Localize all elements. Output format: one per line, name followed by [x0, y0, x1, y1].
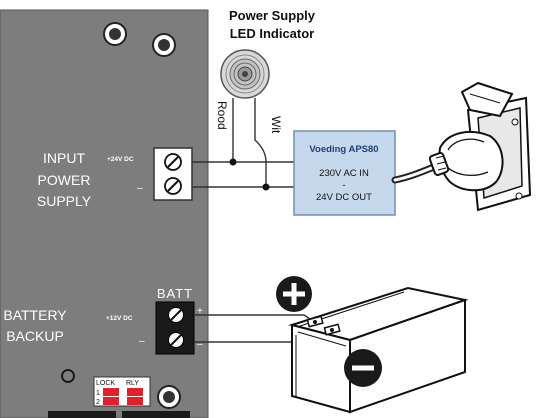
mounting-hole-2 [152, 33, 176, 57]
mounting-hole-3 [157, 385, 181, 409]
input-label-line2: POWER [38, 172, 91, 188]
led-wire-white [254, 98, 267, 187]
mounting-hole-1 [103, 22, 127, 46]
batt-minus-label: – [197, 339, 203, 350]
jumper-lock-2 [103, 397, 119, 405]
jumper-row2-label: 2 [96, 399, 100, 406]
batt-header: BATT [157, 286, 193, 301]
jumper-rly-label: RLY [126, 380, 139, 387]
control-board [0, 10, 208, 418]
battery-front [291, 323, 351, 414]
psu-line1: 230V AC IN [319, 168, 369, 179]
small-hole [61, 369, 75, 383]
psu-title: Voeding APS80 [309, 144, 378, 155]
battery-screw-terminal [155, 301, 195, 355]
batt-minus-left-label: – [139, 336, 145, 347]
input-label-line3: SUPPLY [37, 193, 92, 209]
jumper-row1-label: 1 [96, 390, 100, 397]
junction-plus [229, 158, 237, 166]
control-board-outline [0, 9, 209, 418]
plus-circle-icon [276, 276, 312, 312]
screw-terminal-icon [164, 153, 182, 171]
input-label-line1: INPUT [43, 150, 85, 166]
input-voltage-label: +24V DC [107, 156, 134, 163]
screw-terminal-icon [168, 332, 184, 348]
input-minus-label: – [137, 183, 143, 194]
junction-minus [262, 183, 270, 191]
jumper-rly-1 [127, 388, 143, 396]
psu-line2: 24V DC OUT [316, 192, 372, 203]
jumper-rly-2 [127, 397, 143, 405]
screw-terminal-icon [168, 307, 184, 323]
bottom-connector-2 [122, 411, 190, 418]
battery-wire-plus [194, 314, 317, 324]
psu-box: Voeding APS80 230V AC IN - 24V DC OUT [293, 130, 396, 216]
wire-white-label: Wit [269, 116, 283, 134]
minus-circle-icon [344, 349, 382, 387]
screw-terminal-icon [164, 177, 182, 195]
power-plug-icon [428, 131, 504, 192]
jumper-block: LOCK RLY 1 2 [93, 376, 151, 407]
battery-label-line1: BATTERY [3, 307, 67, 323]
battery-side [349, 298, 466, 414]
led-title-line1: Power Supply [229, 8, 316, 23]
led-title-line2: LED Indicator [230, 26, 315, 41]
input-screw-terminal [153, 147, 193, 201]
wire-red-label: Rood [215, 101, 229, 130]
batt-voltage-label: +12V DC [106, 315, 133, 322]
jumper-lock-label: LOCK [96, 380, 115, 387]
led-indicator-icon [220, 49, 270, 99]
battery-label-line2: BACKUP [6, 328, 64, 344]
batt-plus-label: + [197, 306, 203, 317]
jumper-lock-1 [103, 388, 119, 396]
bottom-connector-1 [48, 411, 116, 418]
battery-icon [288, 286, 469, 414]
psu-dash: - [342, 180, 345, 191]
